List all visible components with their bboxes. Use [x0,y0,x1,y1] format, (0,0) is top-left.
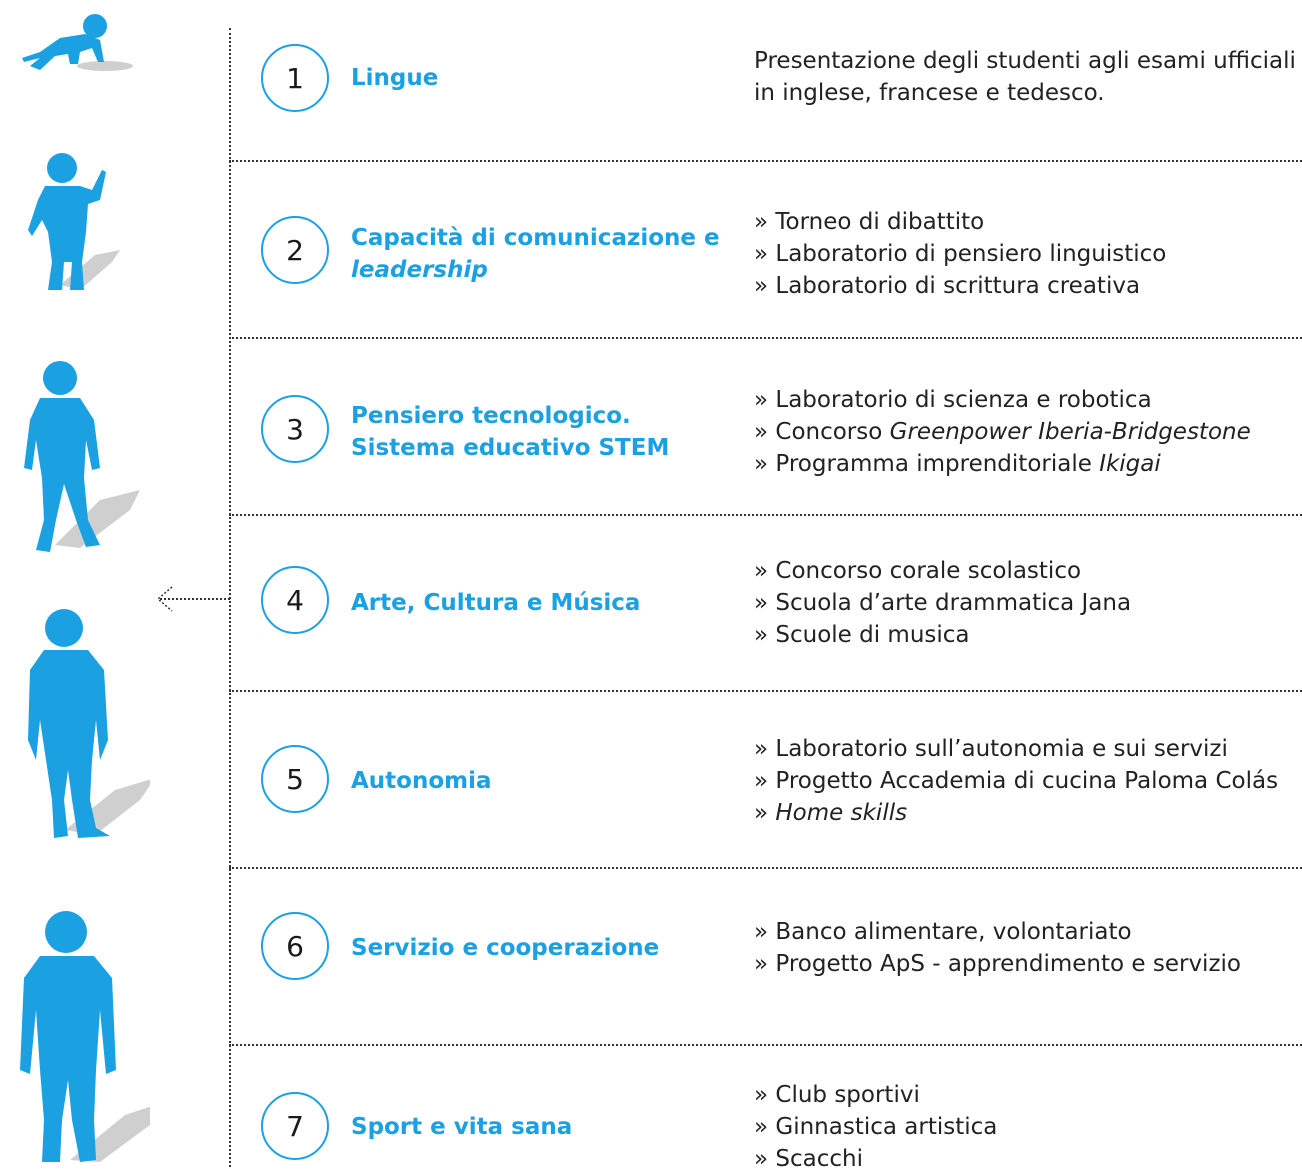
list-item-text: » Programma imprenditoriale [754,451,1100,477]
list-item-text: » Concorso [754,419,890,445]
list-item: » Concorso corale scolastico [754,558,1082,584]
list-item: » Ginnastica artistica [754,1114,998,1140]
list-item: » Laboratorio sull’autonomia e sui servi… [754,736,1228,762]
list-item: » Scuole di musica [754,622,970,648]
row-title-text: Sistema educativo STEM [351,435,670,461]
list-item-text: » [754,800,776,826]
vertical-divider [229,28,231,1167]
list-item: » Progetto Accademia di cucina Paloma Co… [754,768,1279,794]
list-item: » Scuola d’arte drammatica Jana [754,590,1132,616]
young-adult-figure [20,911,116,1162]
list-item: » Torneo di dibattito [754,209,985,235]
row-divider [229,867,1302,869]
row-title-text: e [704,225,720,251]
list-item: » Laboratorio di scienza e robotica [754,387,1152,413]
list-item: » Banco alimentare, volontariato [754,919,1132,945]
growth-figures [20,14,150,1162]
row-description: » Banco alimentare, volontariato » Proge… [754,916,1302,980]
baby-figure [22,14,107,70]
list-item: » Laboratorio di scrittura creativa [754,273,1141,299]
row-description: » Concorso corale scolastico » Scuola d’… [754,555,1302,651]
row-description: » Laboratorio sull’autonomia e sui servi… [754,733,1302,829]
row-number-badge: 3 [261,395,329,463]
description-text: Presentazione degli studenti agli esami … [754,48,1296,106]
row-title-text: Autonomia [351,768,492,794]
row-title-text: Arte, Cultura e Música [351,590,641,616]
row-divider [229,514,1302,516]
row-title: Lingue [351,62,731,94]
row-number-badge: 1 [261,44,329,112]
row-number-badge: 6 [261,912,329,980]
row-title-text: Pensiero tecnologico. [351,403,631,429]
list-item-italic: Greenpower Iberia-Bridgestone [889,419,1251,445]
baby-shadow [77,61,133,71]
list-item: » Scacchi [754,1146,863,1172]
arrow-left-icon [156,586,230,612]
toddler-figure [28,153,106,290]
row-title-text: Sport e vita sana [351,1114,573,1140]
row-title: Capacità di comunicazione e leadership [351,222,731,286]
row-title: Arte, Cultura e Música [351,587,731,619]
row-number-badge: 5 [261,745,329,813]
row-title-text: Servizio e cooperazione [351,935,660,961]
list-item: » Laboratorio di pensiero linguistico [754,241,1167,267]
row-divider [229,690,1302,692]
row-title-text: Capacità di comunicazione [351,225,697,251]
child-shadow [55,490,140,548]
row-title-text: Lingue [351,65,439,91]
list-item: » Progetto ApS - apprendimento e servizi… [754,951,1241,977]
list-item: » Home skills [754,797,1302,829]
row-title: Sport e vita sana [351,1111,731,1143]
preteen-figure [28,609,110,838]
list-item-italic: Home skills [775,800,908,826]
row-description: Presentazione degli studenti agli esami … [754,45,1302,109]
row-divider [229,1044,1302,1046]
list-item: » Concorso Greenpower Iberia-Bridgestone [754,416,1302,448]
row-number-badge: 2 [261,216,329,284]
row-divider [229,337,1302,339]
row-description: » Laboratorio di scienza e robotica » Co… [754,384,1302,480]
list-item: » Programma imprenditoriale Ikigai [754,448,1302,480]
list-item-italic: Ikigai [1099,451,1161,477]
list-item: » Club sportivi [754,1082,920,1108]
row-divider [229,160,1302,162]
row-title: Pensiero tecnologico. Sistema educativo … [351,400,731,464]
row-description: » Torneo di dibattito » Laboratorio di p… [754,206,1302,302]
row-number-badge: 4 [261,566,329,634]
row-description: » Club sportivi » Ginnastica artistica »… [754,1079,1302,1175]
row-title: Autonomia [351,765,731,797]
row-title-italic: leadership [351,257,488,283]
row-title: Servizio e cooperazione [351,932,731,964]
child-figure [24,361,100,552]
row-number-badge: 7 [261,1092,329,1160]
